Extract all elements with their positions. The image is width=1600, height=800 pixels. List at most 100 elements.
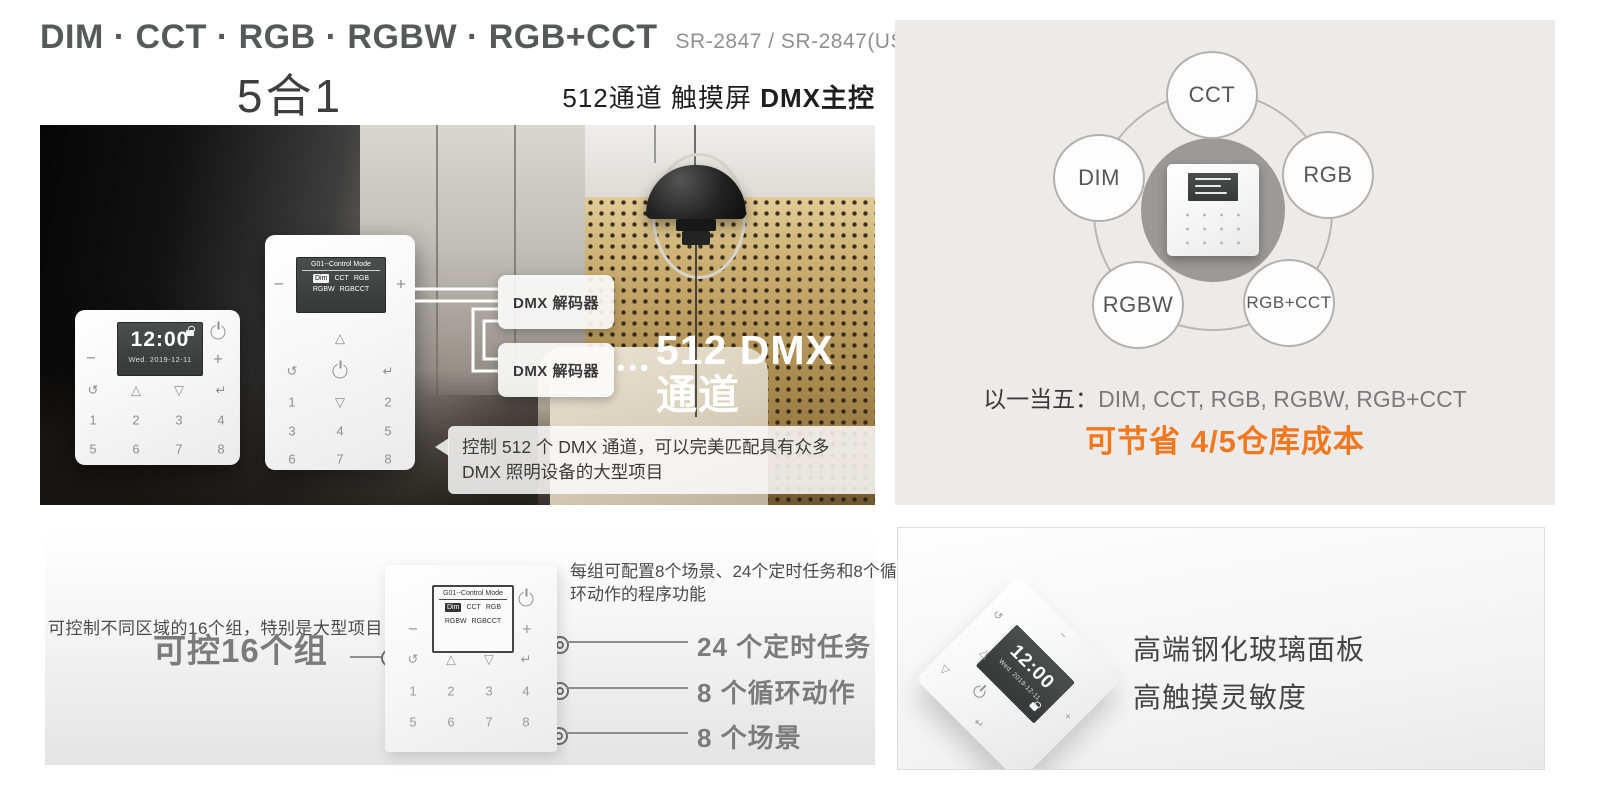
glass-feature-line1: 高端钢化玻璃面板 <box>1133 634 1366 665</box>
key-5: 5 <box>89 441 97 457</box>
key-plus: + <box>522 619 532 639</box>
key-3: 3 <box>175 412 183 428</box>
bubble-dim: DIM <box>1053 134 1145 222</box>
key-7: 7 <box>485 714 493 730</box>
key-4: 4 <box>522 683 530 699</box>
lamp-rod <box>694 125 696 175</box>
savings-highlight: 可节省 4/5仓库成本 <box>1085 424 1365 459</box>
mode-row-1: Dim CCT RGB <box>434 603 512 612</box>
five-in-one-label: 5合1 <box>236 70 344 122</box>
screen-date: Wed. 2019-12-11 <box>128 355 192 364</box>
mode-label: RGBW <box>312 286 335 293</box>
key-plus: + <box>1060 710 1074 724</box>
key-2: 2 <box>384 394 392 410</box>
power-icon <box>332 363 348 379</box>
product-title: DIM · CCT · RGB · RGBW · RGB+CCT <box>40 18 658 56</box>
key-back: ↺ <box>407 651 419 667</box>
key-4: 4 <box>217 412 225 428</box>
key-minus: − <box>274 274 284 294</box>
callout-scenes: 8 个场景 <box>697 723 802 753</box>
channels-callout-bubble: 控制 512 个 DMX 通道，可以完美匹配具有众多 DMX 照明设备的大型项目 <box>435 426 875 494</box>
connector-line <box>566 687 688 689</box>
callout-line2: DMX 照明设备的大型项目 <box>462 462 664 482</box>
key-2: 2 <box>132 412 140 428</box>
key-back: ↺ <box>989 608 1005 624</box>
key-3: 3 <box>485 683 493 699</box>
mode-row-2: RGBW RGBCCT <box>434 618 512 625</box>
config-line2: 环动作的程序功能 <box>570 585 706 604</box>
lamp-rod <box>654 125 656 163</box>
caption-value: DIM, CCT, RGB, RGBW, RGB+CCT <box>1098 386 1467 412</box>
power-icon <box>970 683 988 701</box>
key-up: △ <box>335 330 345 346</box>
key-enter: ↵ <box>215 382 227 398</box>
key-minus: − <box>408 619 418 639</box>
mini-panel <box>1167 164 1259 256</box>
key-3: 3 <box>288 423 296 439</box>
mode-row-2: RGBW RGBCCT <box>297 286 385 293</box>
dmx-decoder-label: DMX 解码器 <box>512 362 599 380</box>
lock-icon <box>186 326 195 336</box>
key-plus: + <box>396 274 406 294</box>
subtitle-bold: DMX主控 <box>760 83 875 113</box>
key-minus: − <box>86 348 96 368</box>
lamp-tier <box>676 219 716 231</box>
key-8: 8 <box>217 441 225 457</box>
mode-screen: G01--Control Mode Dim CCT RGB RGBW RGBCC… <box>296 257 386 313</box>
key-back: ↺ <box>87 382 99 398</box>
mode-label: RGB <box>485 604 501 611</box>
glass-card: 12:00 Wed. 2019-12-11 − + ↺ △ ▽ ↵ 高端钢化玻璃… <box>897 527 1545 770</box>
key-up: △ <box>131 382 141 398</box>
key-down: ▽ <box>174 382 184 398</box>
dmx-decoder-box-1: DMX 解码器 <box>498 275 614 329</box>
bubble-cct: CCT <box>1166 51 1258 139</box>
active-mode-chip: Dim <box>312 274 330 283</box>
channels-headline-line1: 512 DMX <box>656 327 834 373</box>
screen-title: G01--Control Mode <box>439 590 507 600</box>
groups-card: 可控制不同区域的16个组，特别是大型项目 可控16个组 G01--Control… <box>45 530 897 765</box>
power-icon <box>210 324 226 340</box>
mode-row-1: Dim CCT RGB <box>297 274 385 283</box>
key-down: ▽ <box>937 662 952 678</box>
callout-line1: 控制 512 个 DMX 通道，可以完美匹配具有众多 <box>462 437 830 457</box>
key-6: 6 <box>288 451 296 467</box>
groups-headline: 可控16个组 <box>153 632 328 669</box>
five-in-one-card: CCT DIM RGB RGBW RGB+CCT 以一当五：DIM, CCT, … <box>895 20 1555 505</box>
title-row: DIM · CCT · RGB · RGBW · RGB+CCT SR-2847… <box>40 18 912 57</box>
model-number: SR-2847 / SR-2847(US) <box>675 30 913 53</box>
screen-time: 12:00 <box>130 328 190 351</box>
touch-panel-clock: 12:00 Wed. 2019-12-11 − + ↺ △ ▽ ↵ 1 2 3 … <box>75 310 240 465</box>
key-down: ▽ <box>335 394 345 410</box>
key-minus: − <box>1055 628 1070 643</box>
key-2: 2 <box>447 683 455 699</box>
clock-screen: 12:00 Wed. 2019-12-11 <box>117 322 203 376</box>
connector-line <box>565 732 688 734</box>
callout-loop-actions: 8 个循环动作 <box>697 678 856 708</box>
key-back: ↺ <box>286 363 298 379</box>
lamp-tier <box>682 231 710 245</box>
dmx-decoder-box-2: DMX 解码器 <box>498 343 614 397</box>
channels-headline: 512 DMX 通道 <box>656 328 834 418</box>
bubble-rgbw: RGBW <box>1092 261 1184 349</box>
power-icon <box>518 591 534 607</box>
mode-label: CCT <box>466 604 481 611</box>
key-enter: ↵ <box>382 363 394 379</box>
key-6: 6 <box>132 441 140 457</box>
channels-headline-line2: 通道 <box>656 372 740 418</box>
active-mode-chip: Dim <box>444 603 462 612</box>
more-decoders-dots: ••• <box>617 355 653 380</box>
connector-line <box>350 656 382 658</box>
lock-icon <box>1028 701 1039 712</box>
glass-feature-line2: 高触摸灵敏度 <box>1133 682 1308 713</box>
mini-panel-screen <box>1188 173 1238 201</box>
diagram-caption: 以一当五：DIM, CCT, RGB, RGBW, RGB+CCT <box>895 380 1555 414</box>
config-line1: 每组可配置8个场景、24个定时任务和8个循 <box>570 562 897 581</box>
dmx-decoder-label: DMX 解码器 <box>512 294 599 312</box>
mode-screen: G01--Control Mode Dim CCT RGB RGBW RGBCC… <box>432 585 514 653</box>
key-enter: ↵ <box>520 651 532 667</box>
mode-label: RGBW <box>444 618 467 625</box>
key-7: 7 <box>336 451 344 467</box>
key-1: 1 <box>89 412 97 428</box>
key-5: 5 <box>384 423 392 439</box>
